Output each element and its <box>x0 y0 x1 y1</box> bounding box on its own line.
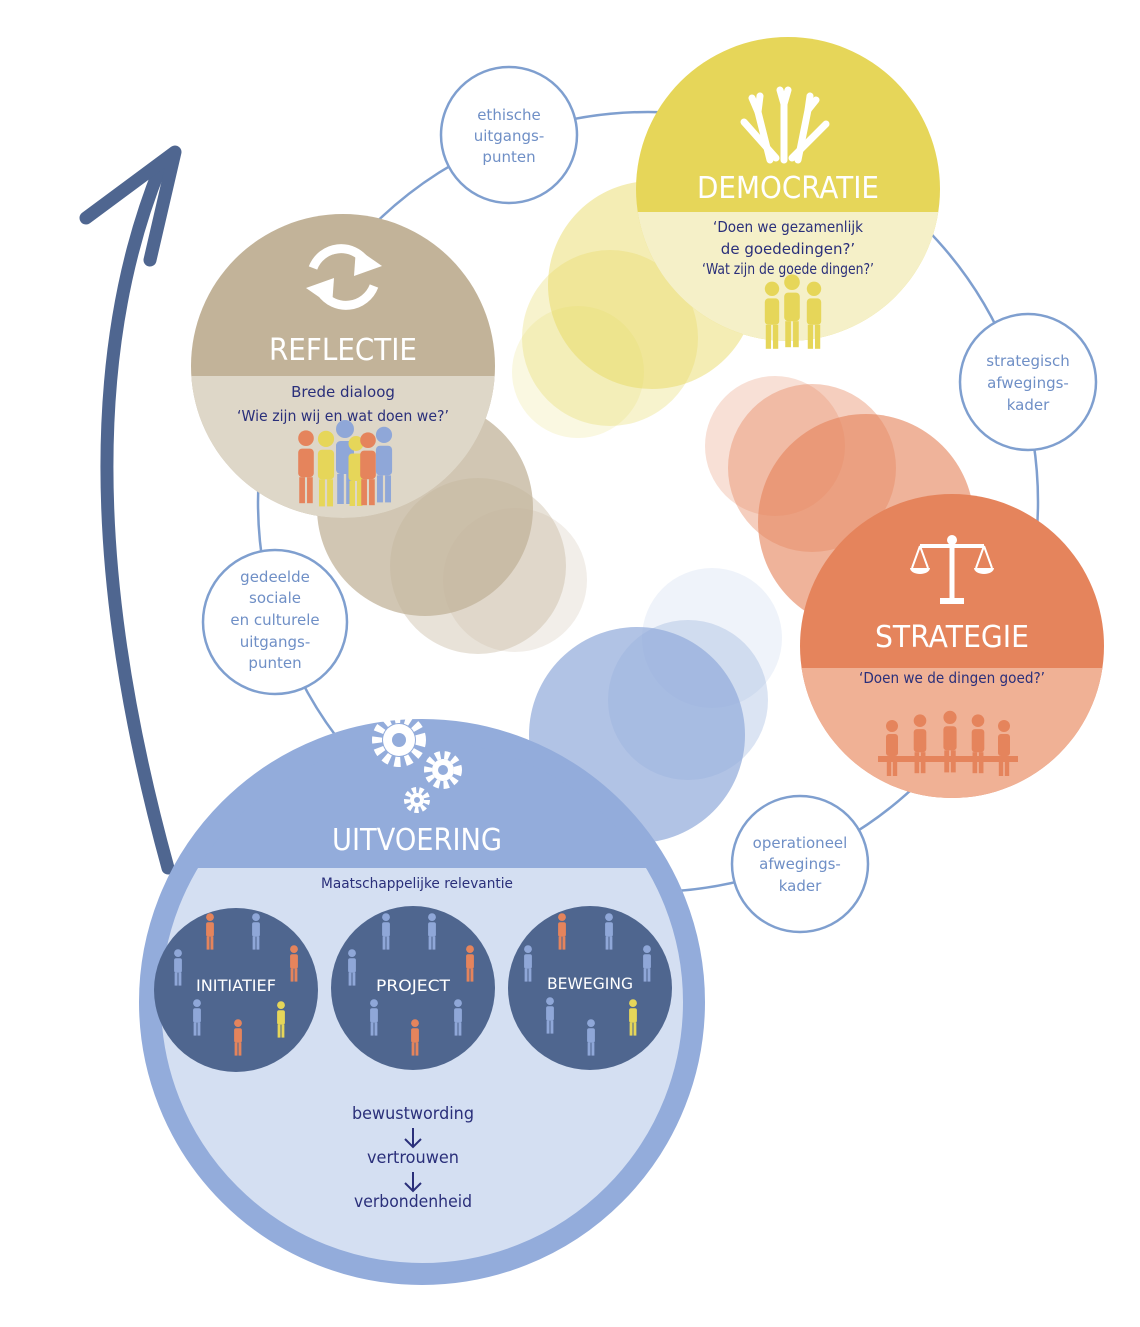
label-line: kader <box>1007 396 1050 414</box>
label-line: punten <box>482 148 535 166</box>
democratie-line-2: de goededingen?’ <box>721 240 855 258</box>
democratie-line-1: ‘Doen we gezamenlijk <box>713 218 863 236</box>
strategie-line-1: ‘Doen we de dingen goed?’ <box>859 669 1045 687</box>
label-line: afwegings- <box>759 855 841 873</box>
label-gedeelde-uitgangspunten: gedeelde sociale en culturele uitgangs- … <box>201 548 349 696</box>
strategie-title: STRATEGIE <box>875 620 1029 655</box>
label-strategisch-afwegingskader: strategisch afwegings- kader <box>958 312 1098 452</box>
sub-circle-beweging: BEWEGING <box>508 906 672 1070</box>
reflectie-line-1: Brede dialoog <box>291 383 395 401</box>
label-line: ethische <box>477 106 541 124</box>
label-line: punten <box>248 654 301 672</box>
step-verbondenheid: verbondenheid <box>354 1192 472 1212</box>
label-line: strategisch <box>986 352 1069 370</box>
label-line: kader <box>779 877 822 895</box>
democratie-line-3: ‘Wat zijn de goede dingen?’ <box>702 260 874 278</box>
down-arrow-icon <box>404 1172 422 1193</box>
label-line: en culturele <box>230 611 319 629</box>
label-line: uitgangs- <box>474 127 545 145</box>
sub-circle-label-initiatief: INITIATIEF <box>196 976 276 995</box>
uitvoering-subtitle: Maatschappelijke relevantie <box>321 876 513 892</box>
label-operationeel-afwegingskader: operationeel afwegings- kader <box>730 794 870 934</box>
label-line: sociale <box>249 589 301 607</box>
scale-icon <box>910 535 994 604</box>
label-ethische-uitgangspunten: ethische uitgangs- punten <box>439 65 579 205</box>
sub-circle-initiatief: INITIATIEF <box>154 908 318 1072</box>
meeting-table-icon <box>878 710 1018 776</box>
label-line: operationeel <box>753 834 848 852</box>
sub-circle-label-beweging: BEWEGING <box>547 974 633 993</box>
cycle-arrow <box>79 145 182 875</box>
refresh-icon <box>306 244 382 310</box>
reflectie-title: REFLECTIE <box>269 333 417 368</box>
sub-circle-label-project: PROJECT <box>376 976 450 995</box>
label-line: gedeelde <box>240 568 310 586</box>
uitvoering-circle: UITVOERING Maatschappelijke relevantie I… <box>139 713 705 1285</box>
gears-icon <box>372 713 462 813</box>
sub-circle-project: PROJECT <box>331 906 495 1070</box>
uitvoering-title: UITVOERING <box>332 823 502 858</box>
reflectie-circle: REFLECTIE Brede dialoog ‘Wie zijn wij en… <box>191 214 495 518</box>
step-vertrouwen: vertrouwen <box>367 1148 459 1168</box>
label-line: afwegings- <box>987 374 1069 392</box>
raised-hands-icon <box>740 86 830 164</box>
democratie-title: DEMOCRATIE <box>697 171 879 206</box>
down-arrow-icon <box>404 1128 422 1149</box>
step-bewustwording: bewustwording <box>352 1104 474 1124</box>
label-line: uitgangs- <box>240 633 311 651</box>
reflectie-line-2: ‘Wie zijn wij en wat doen we?’ <box>237 407 449 425</box>
